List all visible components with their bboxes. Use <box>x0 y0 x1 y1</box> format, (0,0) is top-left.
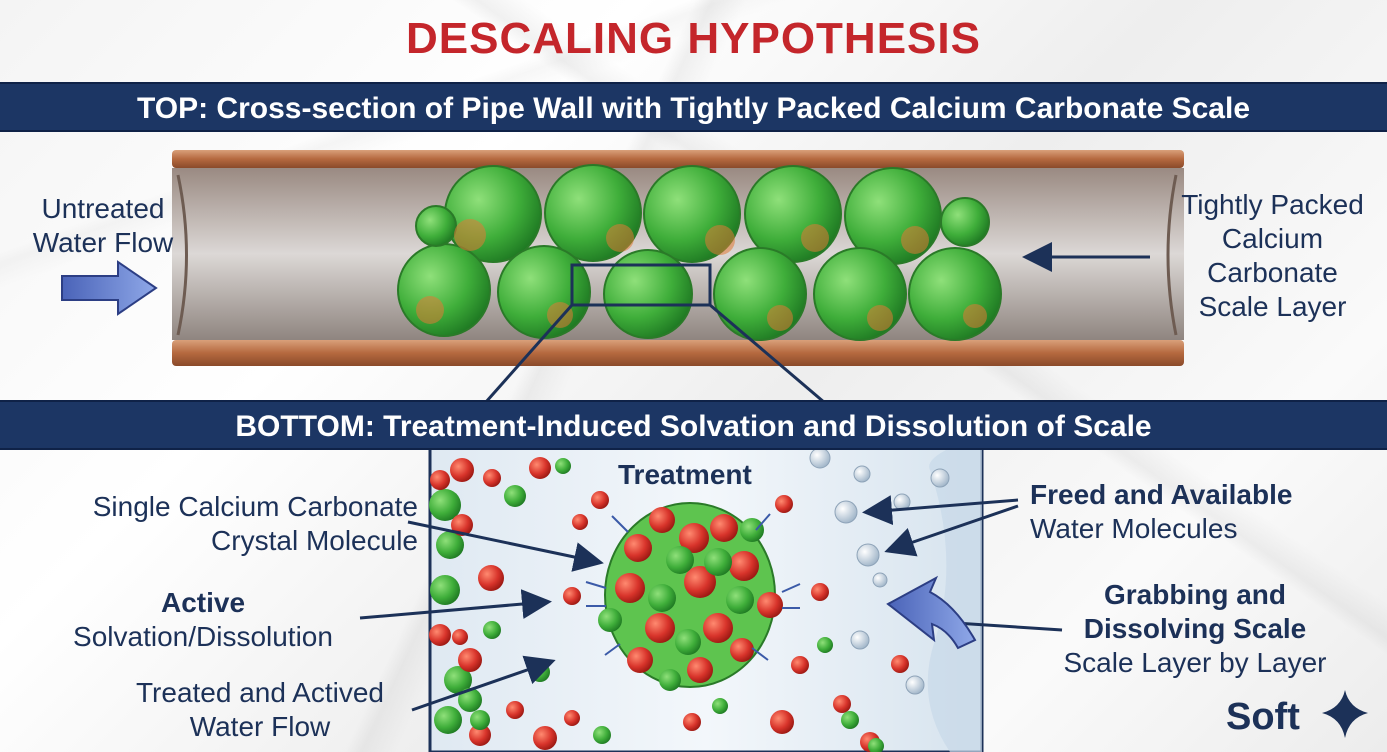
calcium-carbonate-crystal <box>598 502 783 691</box>
freed-water-label: Freed and Available Water Molecules <box>1030 479 1293 544</box>
crystal-molecule-label: Single Calcium Carbonate Crystal Molecul… <box>92 491 418 556</box>
grabbing-scale-label: Grabbing and Dissolving Scale Scale Laye… <box>1063 579 1327 678</box>
treatment-label: Treatment <box>618 459 752 490</box>
sparkle-icon <box>1322 690 1368 738</box>
untreated-flow-label: Untreated Water Flow <box>32 193 174 258</box>
grabbing-arrow <box>886 575 977 650</box>
top-section-banner: TOP: Cross-section of Pipe Wall with Tig… <box>0 82 1387 132</box>
active-solvation-label: Active Solvation/Dissolution <box>73 587 333 652</box>
bottom-section-banner: BOTTOM: Treatment-Induced Solvation and … <box>0 400 1387 450</box>
loose-molecules <box>452 447 950 752</box>
untreated-flow-arrow <box>61 260 158 316</box>
scale-layer-label: Tightly Packed Calcium Carbonate Scale L… <box>1181 189 1364 322</box>
brand-logo: Soft <box>1226 696 1300 738</box>
scale-crystals <box>397 164 1002 341</box>
page-title: DESCALING HYPOTHESIS <box>406 14 981 63</box>
treated-flow-label: Treated and Actived Water Flow <box>135 677 384 742</box>
